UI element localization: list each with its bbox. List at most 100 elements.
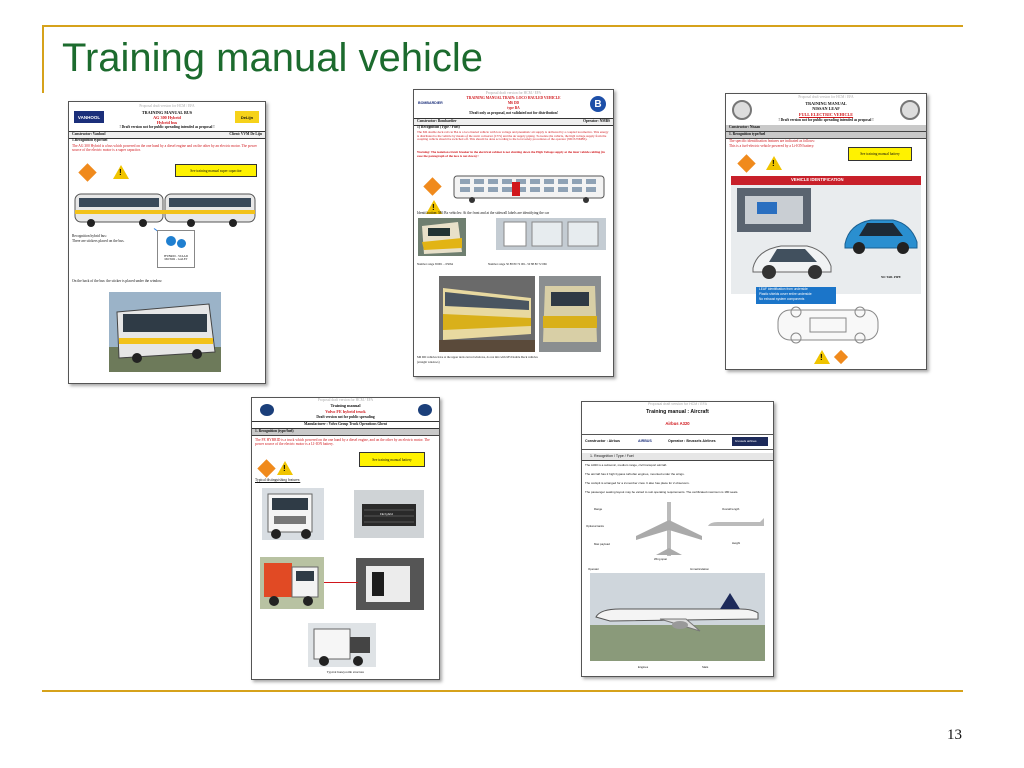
leaf-list-3: No exhaust system components [759,297,805,301]
fe-hybrid-badge: FE hybrid [380,512,393,516]
slide-title: Training manual vehicle [62,36,483,80]
vehicle-identification-banner: VEHICLE IDENTIFICATION [731,176,921,185]
truck-typical: Typical distinguishing features: [255,478,301,482]
bus-line4: ! Draft version not for public spreading… [119,125,215,129]
bus-constructor-band: Constructor: Vanhool Client: VVM De Lijn [69,131,265,139]
warning-triangle-icon [814,350,830,364]
warning-triangle-icon [113,165,129,179]
train-header-grey: Proposal draft version for HCM / EFA [485,91,542,95]
label-operator: Operator [588,567,600,571]
volvo-logo-right [418,404,432,416]
leaf-car-side-image [752,245,832,279]
nissan-logo-left [732,100,752,120]
bombardier-logo: BOMBARDIER [418,101,443,105]
aircraft-section: 1. Recognition / Type / Fuel [590,454,634,458]
truck-manufacturer-band: Manufacturer : Volvo Group Truck Operati… [252,421,439,429]
leaf-manual-thumbnail: Proposal draft version for HCM / EFA TRA… [725,93,927,370]
train-line4: !Draft only as proposal, not validated n… [469,111,558,115]
truck-line2: Volvo FE hybrid truck [325,409,366,414]
warning-triangle-icon [426,200,442,214]
aircraft-line1: Training manual : Aircraft [646,409,709,415]
bus-line2: AG 300 Hybrid [153,115,181,120]
bus-recog2: There are stickers placed on the bus. [72,239,125,243]
label-wing: Wing span [654,557,668,561]
brussels-airlines-logo: brussels airlines [732,437,768,446]
bus-line1: TRAINING MANUAL BUS [141,110,193,115]
volvo-logo-left [260,404,274,416]
truck-front-photo [262,488,324,540]
leaf-line3: FULL ELECTRIC VEHICLE [798,112,854,117]
train-num2: Number range 50 88 80 72 001- 50 88 80 7… [488,262,547,266]
label-height: Height [732,541,741,545]
hazard-diamond-icon [78,163,97,182]
train-constructor: Constructor: Bombardier [417,119,457,123]
articulated-bus-image [74,193,256,227]
truck-badge-photo [354,490,424,538]
label-registration: Immatriculation [690,567,709,571]
hazard-diamond-icon [737,154,756,173]
leaf-underside-diagram [777,306,879,344]
train-ident: Identification: M6 Bx vehicles: At the f… [417,211,550,215]
label-length: Overall length [722,507,740,511]
aircraft-para4: The passenger seating layout may be vari… [585,490,739,494]
a320-side-view-diagram [708,518,764,526]
truck-detail-photo [356,558,424,610]
tailpipe-label: NO TAIL PIPE [881,275,901,279]
hazard-diamond-icon [257,459,276,478]
leaf-info-box: LEAF identification from underside Plast… [756,287,836,304]
sticker-text: HYBRID - STAAD MOTOR - GALET [164,254,188,261]
hazard-diamond-icon [833,349,849,365]
aircraft-manual-thumbnail: Proposal draft version for HCM / EFA Tra… [581,401,774,677]
operator-logo-text: brussels airlines [735,439,757,443]
bus-client: Client: VVM De Lijn [229,132,262,136]
label-engines: Engines [638,665,649,669]
train-line2: M6 DD [507,101,520,105]
page-number: 13 [947,727,962,743]
train-line3: type BA [507,106,520,110]
train-front-photo [418,218,466,256]
aircraft-constructor-band: Constructor : Airbus AIRBUS Operator : B… [582,434,773,450]
detail-pointer-line [324,582,358,583]
label-range: Range [594,507,603,511]
hybrid-sticker-image: HYBRID - STAAD MOTOR - GALET [157,230,195,268]
bus-manual-thumbnail: VANHOOL DeLijn Proposal draft version fo… [68,101,266,384]
leaf-section: 1. Recognition type/fuel [729,132,766,136]
gear-icon [177,239,186,248]
banner-text: VEHICLE IDENTIFICATION [791,177,844,182]
label-payload: Max payload [594,542,610,546]
bus-rear-photo [109,292,221,372]
leaf-constructor: Constructor: Nissan [729,125,761,129]
bus-ybox: See training manual super capacitor [175,164,257,177]
truck-honeycomb-photo [308,623,376,667]
footer-rule [42,690,963,692]
leaf-line2: NISSAN LEAF [812,106,840,111]
truck-caption: Typical honeycomb structure [326,670,365,674]
bus-line3: Hybrid bus [156,120,178,125]
truck-red-text: The FE HYBRID is a truck which powered o… [255,438,430,447]
vehicle-identification-panel: VEHICLE IDENTIFICATION NO TAIL PIPE [731,176,921,294]
bus-section: 1.Recognition type/fuel [72,138,108,142]
aircraft-para2: The aircraft has 2 high bypass turbofan … [585,472,685,476]
label-slats: Slats [702,665,709,669]
nmbs-logo: B [590,96,606,112]
bus-constructor: Constructor: Vanhool [72,132,106,136]
title-top-rule [42,25,963,27]
truck-manual-thumbnail: Proposal draft version for HCM / EFA Tra… [251,397,440,680]
title-left-bar [42,25,44,93]
aircraft-para3: The cockpit is arranged for a 2-member c… [585,481,690,485]
train-bottom1: M6 DD vehicles have at the upper deck cu… [417,355,538,359]
bus-header-grey: Proposal draft version for HCM / EFA [139,104,195,108]
leaf-constructor-band: Constructor: Nissan [726,125,926,132]
airbus-logo: AIRBUS [638,439,652,443]
train-label-photo [496,218,606,250]
vanhool-logo: VANHOOL [74,111,104,123]
truck-side-photo [260,557,324,609]
leaf-section-band: 1. Recognition type/fuel [726,132,926,139]
a320-top-view-diagram [636,502,702,556]
double-deck-railcar-image [453,175,605,203]
hazard-diamond-icon [423,177,442,196]
truck-header-grey: Proposal draft version for HCM / EFA [317,398,374,402]
leaf-header-grey: Proposal draft version for HCM / EFA [798,95,854,99]
label-fuel: Optional tanks [586,524,604,528]
aircraft-section-band: 1. Recognition / Type / Fuel [582,453,773,461]
